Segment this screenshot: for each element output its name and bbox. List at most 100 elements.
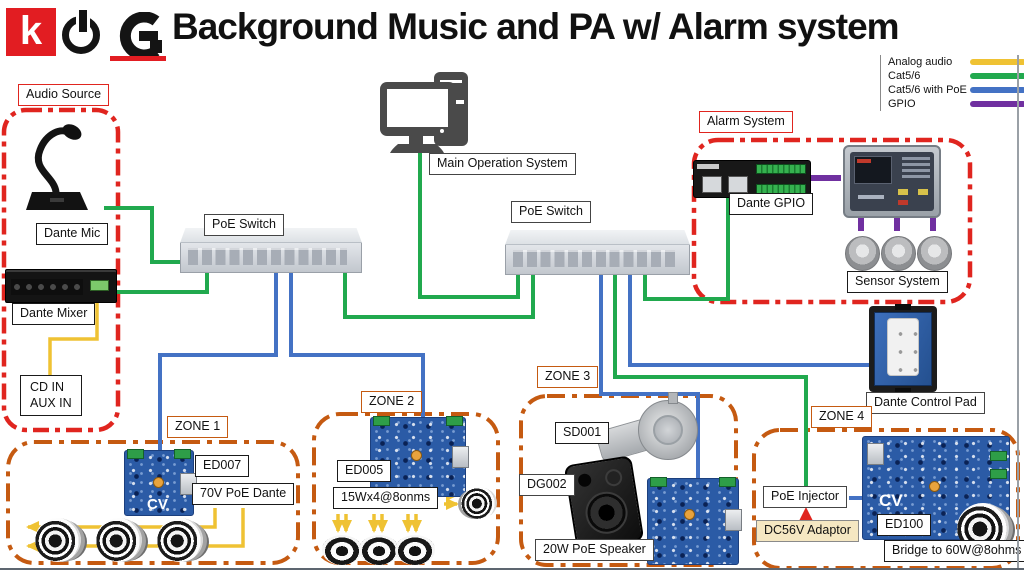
dante-gpio-label: Dante GPIO: [729, 193, 814, 215]
legend-item: Cat5/6 with PoE: [888, 83, 1024, 97]
pcb-terminal: [650, 477, 667, 487]
zone2-speaker-1: [322, 535, 362, 565]
ed100-label: ED100: [877, 514, 932, 536]
zone4-label: ZONE 4: [811, 406, 873, 428]
legend-item: Cat5/6: [888, 69, 1024, 83]
switch-top-face: [505, 230, 690, 245]
wire-switch2-to-poe-injector: [613, 272, 808, 488]
wire-switch1-to-zone2: [289, 272, 425, 419]
mixer-display: [90, 280, 109, 291]
wire-switch2-to-dante-gpio: [643, 192, 730, 301]
alarm-system-region: [691, 137, 973, 305]
switch-ports: [513, 250, 675, 267]
mic-gooseneck: [34, 127, 74, 196]
smoke-sensor-1: [845, 236, 880, 271]
legend-swatch-cat56: [970, 73, 1024, 79]
smoke-sensor-2: [881, 236, 916, 271]
sd001-label: SD001: [555, 422, 610, 444]
power-icon-bar: [76, 10, 90, 32]
pcb-potentiometer: [153, 477, 164, 488]
legend-label: GPIO: [888, 98, 916, 110]
dg002-wall-speaker: [563, 455, 645, 551]
pcb-terminal: [174, 449, 191, 459]
power-icon: [62, 10, 100, 56]
wire-computer-to-switch2: [418, 152, 520, 299]
zone1-region: [6, 440, 300, 565]
alarm-panel-device: [843, 145, 941, 218]
zone1-pcb-ed007: CV: [124, 449, 197, 516]
koa-logo: k: [6, 8, 166, 61]
zone1-speaker-1: [35, 518, 81, 562]
legend-swatch-poe: [970, 87, 1024, 93]
panel-button-row: [858, 195, 884, 199]
legend-item: GPIO: [888, 97, 1024, 111]
wire-switch1-to-switch2: [343, 272, 535, 319]
pcb-terminal: [127, 449, 144, 459]
tower-drive: [455, 100, 464, 104]
legend-label: Cat5/6: [888, 70, 921, 82]
dc56v-adaptor-label: DC56V Adaptor: [756, 520, 859, 542]
pcb-terminal: [446, 416, 463, 426]
legend-item: Analog audio: [888, 55, 1024, 69]
wire-mic-to-switch1: [104, 206, 182, 264]
gpio-label-strip: [697, 164, 719, 169]
panel-face: [850, 152, 934, 211]
horn-bolt: [668, 392, 678, 404]
switch-front-face: [180, 243, 362, 273]
zone2-speaker-3: [395, 535, 435, 565]
poe-switch-2-label: PoE Switch: [511, 201, 591, 223]
horn-diaphragm: [653, 415, 683, 445]
audio-source-group-label: Audio Source: [18, 84, 110, 106]
main-operation-system-label: Main Operation System: [429, 153, 576, 175]
wire-mixer-to-cd-aux: [48, 301, 99, 376]
alarm-system-group-label: Alarm System: [699, 111, 793, 133]
legend-label: Cat5/6 with PoE: [888, 84, 967, 96]
switch-ports: [188, 248, 347, 265]
pcb-terminal: [990, 469, 1007, 479]
pad-mount-tab: [895, 388, 911, 394]
zone3-label: ZONE 3: [537, 366, 599, 388]
adaptor-up-arrow: [799, 507, 813, 521]
poe-switch-2-device: [505, 230, 690, 275]
zone1-speaker-2: [96, 518, 142, 562]
page-title: Background Music and PA w/ Alarm system: [172, 6, 900, 47]
dante-mixer-device: [5, 269, 117, 303]
zone2-pcb-ed005: [370, 416, 469, 497]
horn-head: [638, 400, 698, 460]
pad-button-plate: [887, 318, 919, 376]
sd001-horn-device: [594, 392, 702, 470]
pcb-rj45: [452, 446, 469, 468]
speaker-port: [577, 472, 593, 488]
cd-in-line: CD IN: [30, 380, 65, 394]
pcb-potentiometer: [684, 509, 695, 520]
logo-g-arc: [119, 12, 160, 60]
poe-injector-label: PoE Injector: [763, 486, 848, 508]
legend-label: Analog audio: [888, 56, 953, 68]
zone4-detail-label: Bridge to 60W@8ohms: [884, 540, 1024, 562]
gpio-rj45-port: [702, 176, 722, 193]
dante-mixer-label: Dante Mixer: [12, 303, 96, 325]
gpio-rj45-port: [728, 176, 748, 193]
wire-zone1-speaker-line-1: [26, 508, 217, 533]
logo-underline: [110, 56, 166, 61]
pcb-terminal: [990, 451, 1007, 461]
dante-mic-label: Dante Mic: [36, 223, 109, 245]
pcb-potentiometer: [929, 481, 940, 492]
wire-switch2-to-control-pad: [628, 272, 872, 367]
main-operation-computer: [380, 72, 468, 153]
sensor-system-label: Sensor System: [847, 271, 948, 293]
mixer-knobs: [11, 279, 83, 295]
panel-screen: [854, 156, 892, 184]
speaker-tweeter: [603, 467, 624, 488]
dante-gpio-device: [693, 160, 811, 198]
panel-red-key: [898, 200, 908, 205]
audio-source-region: [1, 107, 121, 433]
ed007-label: ED007: [195, 455, 250, 477]
slide-right-edge: [1017, 55, 1019, 568]
legend-swatch-analog: [970, 59, 1024, 65]
ed005-label: ED005: [337, 460, 392, 482]
cd-aux-label: CD IN AUX IN: [20, 375, 82, 417]
monitor-base: [390, 144, 444, 153]
panel-screen-readout: [857, 159, 871, 163]
